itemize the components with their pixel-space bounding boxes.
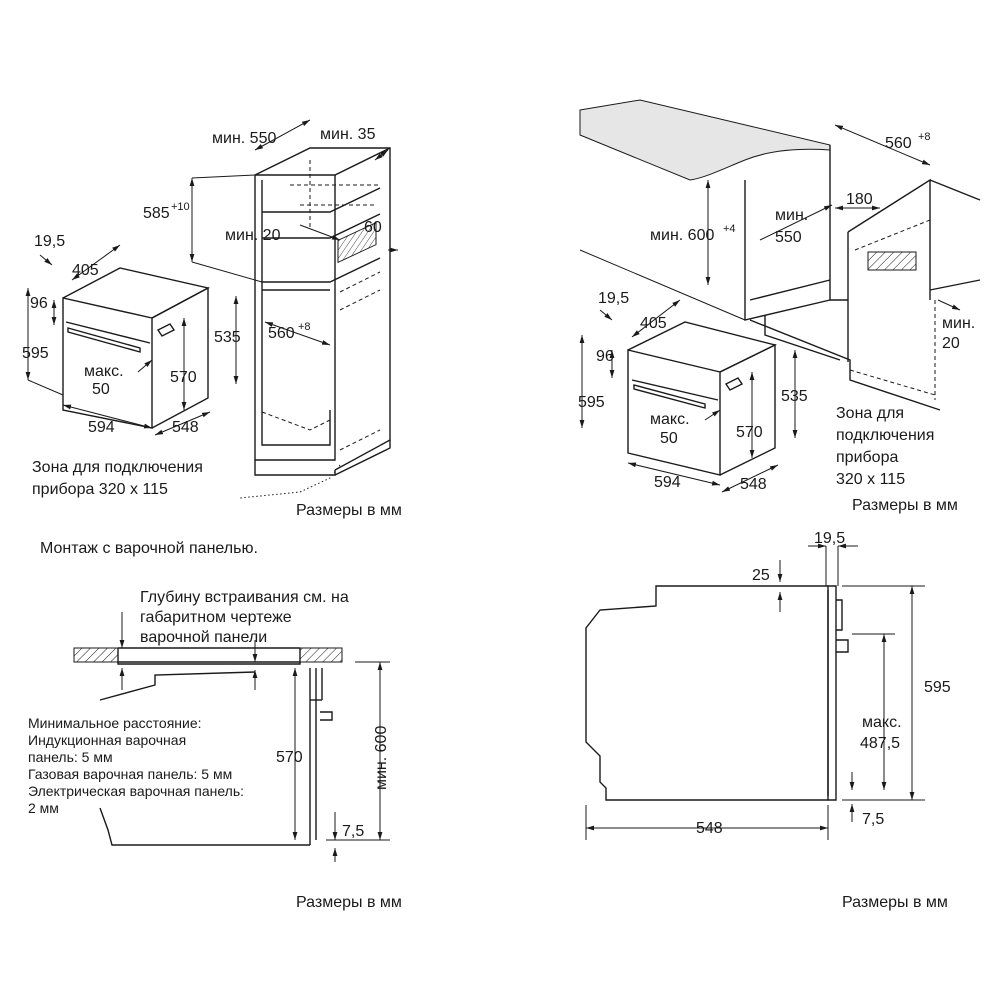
units-caption-bl: Размеры в мм — [296, 894, 402, 911]
min-distance-line3: панель: 5 мм — [28, 749, 113, 765]
dim-50: 50 — [660, 430, 678, 447]
hob-installation-drawing — [73, 647, 343, 846]
dim-min35: мин. 35 — [320, 126, 376, 143]
dim-min600-tolerance: +4 — [723, 223, 736, 235]
connection-zone-line2: прибора 320 x 115 — [32, 481, 168, 498]
oven-front-view-tl — [62, 267, 210, 429]
units-caption-br: Размеры в мм — [842, 894, 948, 911]
dim-min-label: мин. — [775, 207, 808, 224]
dim-548: 548 — [696, 820, 723, 837]
dim-max-label: макс. — [84, 363, 124, 380]
under-counter-panel: 560 +8 180 мин. 600 +4 мин. 550 19,5 405… — [578, 99, 981, 514]
dim-min600: мин. 600 — [650, 227, 714, 244]
dim-570: 570 — [736, 424, 763, 441]
dim-7-5: 7,5 — [862, 811, 884, 828]
oven-front-view-tr — [627, 321, 778, 476]
dim-19-5: 19,5 — [598, 290, 629, 307]
dim-487-5: 487,5 — [860, 735, 900, 752]
dim-min20: мин. 20 — [225, 227, 281, 244]
hob-note-line1: Глубину встраивания см. на — [140, 589, 349, 606]
dim-50: 50 — [92, 381, 110, 398]
min-distance-line1: Минимальное расстояние: — [28, 715, 202, 731]
connection-zone-line4: 320 x 115 — [836, 471, 905, 488]
dim-550: 550 — [775, 229, 802, 246]
dim-19-5: 19,5 — [814, 530, 845, 547]
oven-side-view — [585, 585, 849, 801]
units-caption-tr: Размеры в мм — [852, 497, 958, 514]
dimension-labels-br: 19,5 25 595 макс. 487,5 548 7,5 Размеры … — [696, 530, 951, 911]
hob-installation-panel: Глубину встраивания см. на габаритном че… — [28, 589, 402, 911]
dimension-lines-br — [585, 543, 925, 840]
dim-max-label: макс. — [862, 714, 902, 731]
connection-zone-line2: подключения — [836, 427, 934, 444]
side-view-panel: 19,5 25 595 макс. 487,5 548 7,5 Размеры … — [585, 530, 951, 911]
dim-min550: мин. 550 — [212, 130, 276, 147]
tall-cabinet-drawing — [239, 147, 391, 499]
dimension-labels-tr: 560 +8 180 мин. 600 +4 мин. 550 19,5 405… — [578, 131, 975, 514]
dim-585: 585 — [143, 205, 170, 222]
dim-60: 60 — [364, 219, 382, 236]
dim-594: 594 — [88, 419, 115, 436]
dim-min20-value: 20 — [942, 335, 960, 352]
dimension-lines-tl — [25, 119, 398, 436]
dim-405: 405 — [640, 315, 667, 332]
dim-570: 570 — [170, 369, 197, 386]
dim-594: 594 — [654, 474, 681, 491]
section-title: Монтаж с варочной панелью. — [40, 540, 258, 557]
dim-535: 535 — [214, 329, 241, 346]
dim-19-5: 19,5 — [34, 233, 65, 250]
min-distance-line5: Электрическая варочная панель: — [28, 783, 244, 799]
connection-zone-line3: прибора — [836, 449, 898, 466]
dim-570: 570 — [276, 749, 303, 766]
dimension-lines-tr — [579, 124, 961, 493]
min-distance-line4: Газовая варочная панель: 5 мм — [28, 766, 232, 782]
dim-595: 595 — [578, 394, 605, 411]
dim-7-5: 7,5 — [342, 823, 364, 840]
dim-548: 548 — [740, 476, 767, 493]
dim-595: 595 — [22, 345, 49, 362]
dim-25: 25 — [752, 567, 770, 584]
units-caption-tl: Размеры в мм — [296, 502, 402, 519]
dim-96: 96 — [596, 348, 614, 365]
dim-560: 560 — [268, 325, 295, 342]
dim-548: 548 — [172, 419, 199, 436]
dim-560-tolerance: +8 — [298, 321, 311, 333]
dim-max-label: макс. — [650, 411, 690, 428]
tall-cabinet-panel: мин. 550 мин. 35 585 +10 мин. 20 60 560 … — [22, 119, 402, 519]
dim-96: 96 — [30, 295, 48, 312]
dim-180: 180 — [846, 191, 873, 208]
dimension-labels-bl: Глубину встраивания см. на габаритном че… — [28, 589, 402, 911]
connection-zone-line1: Зона для — [836, 405, 904, 422]
dim-560-tolerance: +8 — [918, 131, 931, 143]
connection-zone-line1: Зона для подключения — [32, 459, 203, 476]
hob-note-line2: габаритном чертеже — [140, 609, 292, 626]
dim-min20-label: мин. — [942, 315, 975, 332]
dim-560: 560 — [885, 135, 912, 152]
dim-585-tolerance: +10 — [171, 201, 190, 213]
hob-note-line3: варочной панели — [140, 629, 267, 646]
dimension-lines-bl — [119, 612, 390, 862]
under-counter-drawing — [579, 99, 981, 411]
min-distance-line6: 2 мм — [28, 800, 59, 816]
min-distance-line2: Индукционная варочная — [28, 732, 186, 748]
dim-405: 405 — [72, 262, 99, 279]
dim-min600: мин. 600 — [373, 726, 390, 790]
dim-595: 595 — [924, 679, 951, 696]
dim-535: 535 — [781, 388, 808, 405]
dimension-labels-tl: мин. 550 мин. 35 585 +10 мин. 20 60 560 … — [22, 126, 402, 519]
